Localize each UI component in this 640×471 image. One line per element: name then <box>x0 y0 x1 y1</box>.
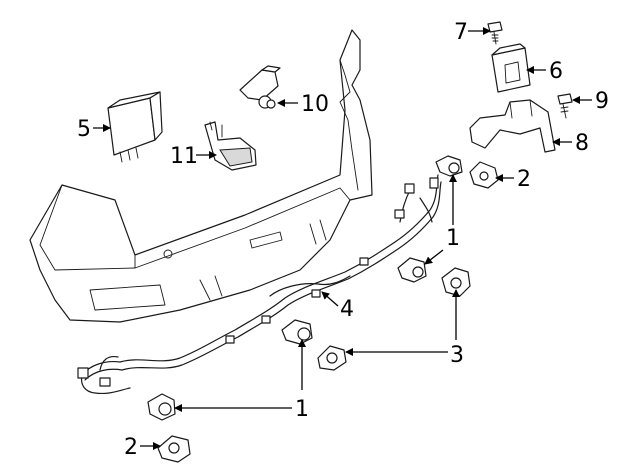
callout-9: 9 <box>595 89 609 114</box>
callout-1-lower: 1 <box>295 397 309 422</box>
sensor-part-1-center <box>281 319 313 345</box>
callout-8: 8 <box>575 131 589 156</box>
module-part-5 <box>107 91 163 163</box>
callout-2-upper: 2 <box>517 167 531 192</box>
camera-part-10 <box>239 65 281 109</box>
callout-7: 7 <box>454 20 468 45</box>
wiring-harness-part-4 <box>77 174 442 395</box>
bracket-part-11 <box>204 121 257 171</box>
bumper-cover <box>29 29 373 323</box>
bolt-part-9 <box>557 93 573 119</box>
callout-5: 5 <box>77 117 91 142</box>
callout-6: 6 <box>549 59 563 84</box>
leader-arrows <box>93 27 592 450</box>
cover-part-6 <box>491 43 531 93</box>
bezel-part-3-lower <box>317 345 347 371</box>
callout-4: 4 <box>340 297 354 322</box>
arrow-1-middle <box>424 249 444 265</box>
bracket-part-8 <box>469 99 556 153</box>
bezel-part-2-upper <box>469 161 499 189</box>
callout-labels: 7 6 9 8 2 10 5 11 1 4 3 1 2 <box>77 20 609 460</box>
arrow-4 <box>321 291 339 307</box>
callout-1-upper: 1 <box>446 226 460 251</box>
callout-10: 10 <box>301 92 329 117</box>
sensor-part-1-upper <box>435 155 463 177</box>
sensor-part-1-middle <box>397 257 427 283</box>
bezel-part-3-right <box>441 267 471 297</box>
callout-11: 11 <box>170 144 198 169</box>
bezel-part-2-lower <box>157 435 191 463</box>
screw-part-7 <box>487 21 503 45</box>
callout-3: 3 <box>450 343 464 368</box>
callout-2-lower: 2 <box>124 435 138 460</box>
sensor-part-1-lower <box>147 393 176 421</box>
